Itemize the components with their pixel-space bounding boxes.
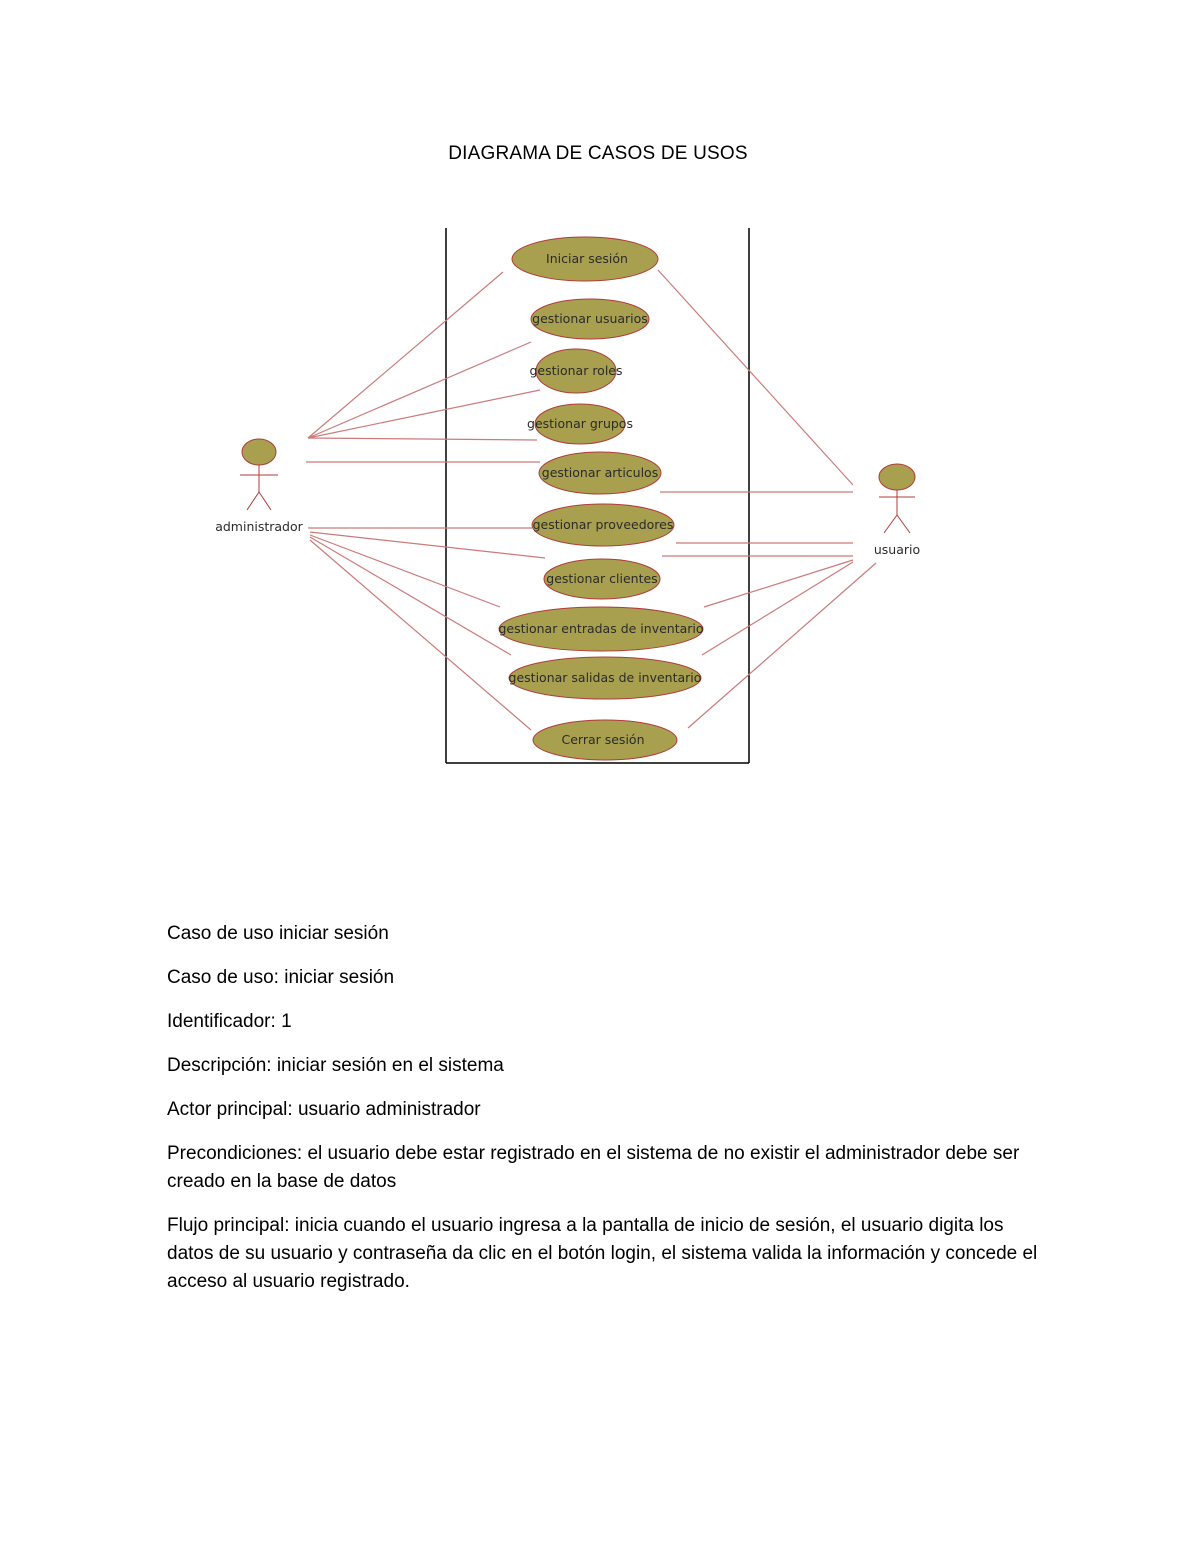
spec-descripcion: Descripción: iniciar sesión en el sistem… xyxy=(167,1055,504,1076)
actor-label: usuario xyxy=(874,542,920,557)
use-case-label: Iniciar sesión xyxy=(546,251,628,266)
actor-usuario: usuario xyxy=(874,463,920,557)
use-case-label: gestionar usuarios xyxy=(532,311,648,326)
use-case-iniciar-sesion: Iniciar sesión xyxy=(511,236,659,282)
use-case-label: gestionar grupos xyxy=(527,416,633,431)
use-case-gestionar-proveedores: gestionar proveedores xyxy=(531,503,675,547)
use-case-gestionar-entradas: gestionar entradas de inventario xyxy=(498,606,704,652)
use-case-label: gestionar entradas de inventario xyxy=(498,621,703,636)
use-case-gestionar-clientes: gestionar clientes xyxy=(543,558,661,600)
document-title: DIAGRAMA DE CASOS DE USOS xyxy=(448,143,748,164)
use-case-label: gestionar proveedores xyxy=(533,517,674,532)
spec-actor-principal: Actor principal: usuario administrador xyxy=(167,1099,481,1120)
stick-figure-icon xyxy=(878,463,916,534)
actor-label: administrador xyxy=(215,519,303,534)
spec-caso-de-uso: Caso de uso: iniciar sesión xyxy=(167,967,395,988)
spec-heading: Caso de uso iniciar sesión xyxy=(167,923,389,944)
use-case-label: gestionar articulos xyxy=(542,465,658,480)
use-case-gestionar-roles: gestionar roles xyxy=(529,348,623,394)
spec-flujo-principal: Flujo principal: inicia cuando el usuari… xyxy=(167,1215,1038,1292)
use-case-gestionar-articulos: gestionar articulos xyxy=(538,451,662,495)
use-case-gestionar-grupos: gestionar grupos xyxy=(527,403,633,445)
use-case-label: gestionar clientes xyxy=(546,571,657,586)
use-case-diagram: Iniciar sesión gestionar usuarios gestio… xyxy=(215,228,920,764)
spec-precondiciones: Precondiciones: el usuario debe estar re… xyxy=(167,1143,1020,1192)
stick-figure-icon xyxy=(240,438,278,511)
use-case-gestionar-usuarios: gestionar usuarios xyxy=(530,298,650,340)
spec-identificador: Identificador: 1 xyxy=(167,1011,292,1032)
use-cases: Iniciar sesión gestionar usuarios gestio… xyxy=(498,236,704,761)
use-case-cerrar-sesion: Cerrar sesión xyxy=(532,719,678,761)
use-case-gestionar-salidas: gestionar salidas de inventario xyxy=(508,656,702,700)
actor-administrador: administrador xyxy=(215,438,304,534)
use-case-label: gestionar roles xyxy=(529,363,622,378)
use-case-label: Cerrar sesión xyxy=(561,732,644,747)
use-case-label: gestionar salidas de inventario xyxy=(509,670,702,685)
administrador-associations xyxy=(306,271,546,731)
usuario-associations xyxy=(657,269,877,729)
